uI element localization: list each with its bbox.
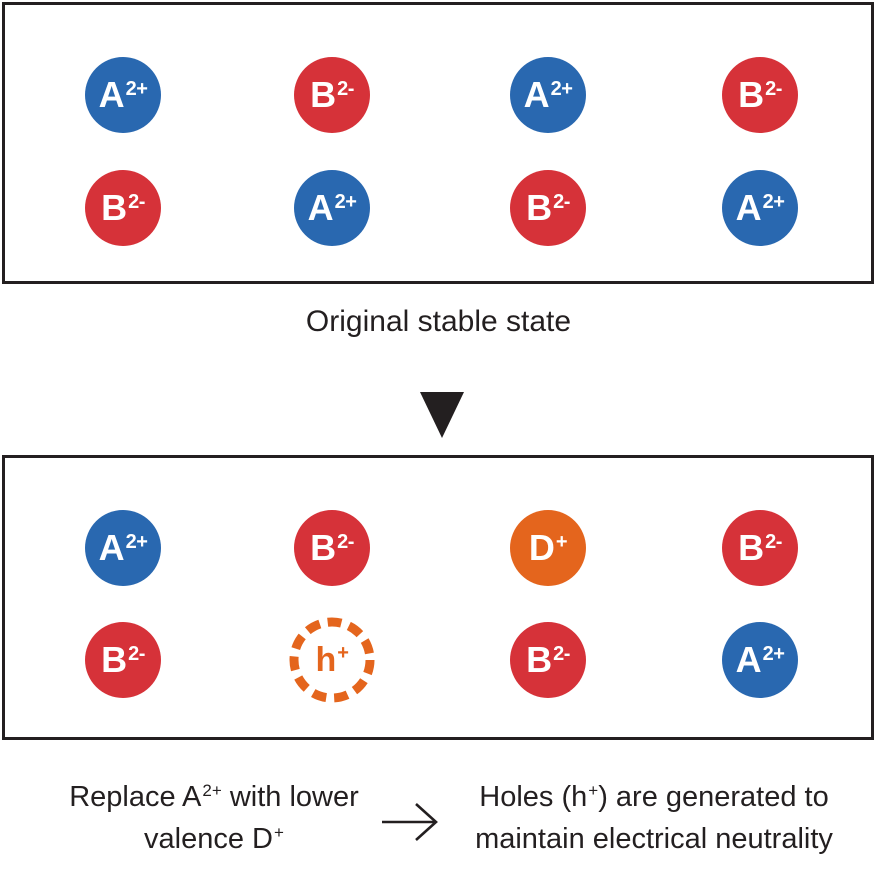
ion-label: B2- [738, 74, 782, 115]
ion-label: B2- [101, 187, 145, 228]
right-arrow-icon [382, 803, 438, 841]
ion-b2minus-circle: B2- [722, 57, 798, 133]
ion-a2plus-circle: A2+ [510, 57, 586, 133]
down-triangle-icon [420, 392, 464, 438]
ion-b2minus-circle: B2- [85, 622, 161, 698]
ion-b2minus-circle: B2- [510, 622, 586, 698]
ion-label: D+ [528, 527, 568, 568]
note-replace-line1: Replace A2+ with lower [69, 781, 359, 813]
note-holes-line1: Holes (h+) are generated to [479, 781, 829, 813]
dashed-ring-icon [289, 617, 375, 703]
ion-a2plus-circle: A2+ [294, 170, 370, 246]
note-replace-text: Replace A2+ with lower valence D+ [18, 778, 410, 862]
ion-label: A2+ [98, 527, 148, 568]
ion-label: B2- [526, 639, 570, 680]
ion-label: B2- [526, 187, 570, 228]
note-holes-text: Holes (h+) are generated to maintain ele… [438, 778, 870, 859]
caption-original-state: Original stable state [305, 305, 572, 338]
note-holes-line2: maintain electrical neutrality [475, 823, 833, 855]
ion-label: A2+ [735, 187, 785, 228]
ion-label: B2- [101, 639, 145, 680]
ion-b2minus-circle: B2- [294, 510, 370, 586]
ion-dplus-circle: D+ [510, 510, 586, 586]
ion-label: A2+ [735, 639, 785, 680]
ion-label: B2- [738, 527, 782, 568]
ion-b2minus-circle: B2- [294, 57, 370, 133]
hole-circle: h+ [289, 617, 375, 703]
ion-b2minus-circle: B2- [85, 170, 161, 246]
ion-a2plus-circle: A2+ [85, 510, 161, 586]
doped-state-box: A2+ B2- D+ B2- B2- h+ B2- A2+ [2, 455, 874, 740]
original-state-box: A2+ B2- A2+ B2- B2- A2+ B2- A2+ [2, 2, 874, 284]
note-replace-line2: valence D+ [144, 823, 284, 855]
ion-b2minus-circle: B2- [510, 170, 586, 246]
ion-label: A2+ [98, 74, 148, 115]
ion-b2minus-circle: B2- [722, 510, 798, 586]
ion-a2plus-circle: A2+ [722, 170, 798, 246]
ion-label: B2- [310, 74, 354, 115]
ion-a2plus-circle: A2+ [85, 57, 161, 133]
ion-label: A2+ [307, 187, 357, 228]
ion-label: A2+ [523, 74, 573, 115]
hole-label: h+ [315, 641, 349, 679]
ion-label: B2- [310, 527, 354, 568]
ion-a2plus-circle: A2+ [722, 622, 798, 698]
